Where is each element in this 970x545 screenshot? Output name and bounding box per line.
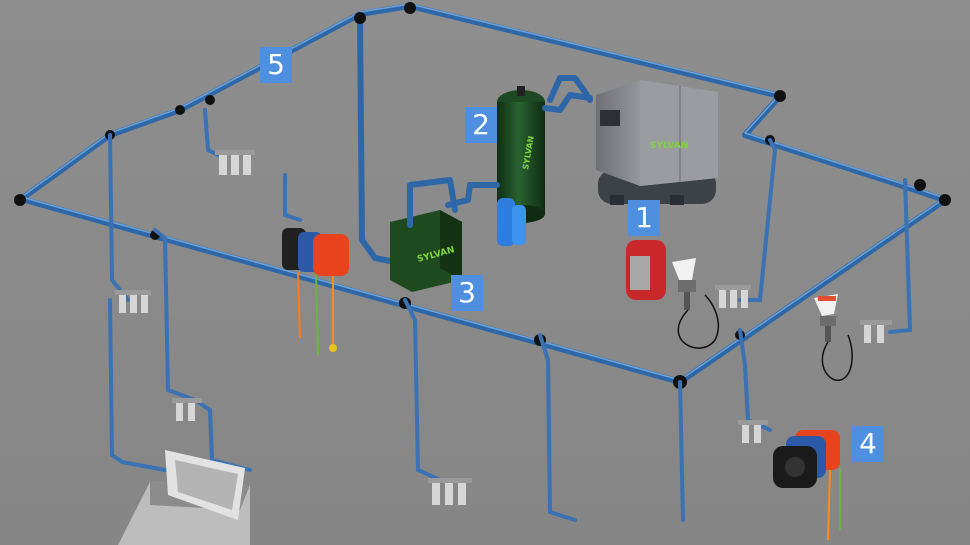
filter-regulator-icon (115, 290, 151, 313)
filter-regulator-icon (172, 398, 202, 421)
hose-reels-left (282, 228, 349, 356)
compressor-brand: SYLVAN (650, 141, 688, 151)
elbow-fitting-icon (175, 105, 185, 115)
spray-gun-station-center (626, 240, 720, 349)
refrigerated-dryer: SYLVAN (390, 177, 462, 292)
spray-gun-icon (814, 294, 838, 342)
badge-hose-reel-station: 4 (852, 426, 884, 462)
badge-air-receiver-tank: 2 (465, 107, 497, 143)
elbow-fitting-icon (354, 12, 366, 24)
elbow-fitting-icon (914, 179, 926, 191)
elbow-fitting-icon (774, 90, 786, 102)
inline-filter (497, 198, 515, 246)
air-compressor: SYLVAN (596, 80, 718, 205)
badge-compressor: 1 (628, 200, 660, 236)
hose-reel-icon (313, 234, 349, 276)
air-receiver-tank: SYLVAN (445, 86, 593, 246)
elbow-fitting-icon (205, 95, 215, 105)
filter-regulator-icon (860, 320, 892, 343)
parts-washer-icon (118, 450, 250, 545)
elbow-fitting-icon (939, 194, 951, 206)
spray-gun-station-right (814, 294, 853, 382)
badge-dryer: 3 (451, 275, 483, 311)
spray-gun-icon (672, 258, 696, 310)
elbow-fitting-icon (404, 2, 416, 14)
filter-regulator-units (115, 150, 892, 505)
filter-regulator-icon (715, 285, 751, 308)
filter-regulator-icon (215, 150, 255, 175)
elbow-fitting-icon (14, 194, 26, 206)
filter-regulator-icon (738, 420, 768, 443)
filter-regulator-icon (428, 478, 472, 505)
hose-reel-station (773, 430, 841, 541)
badge-pipe-network: 5 (260, 47, 292, 83)
